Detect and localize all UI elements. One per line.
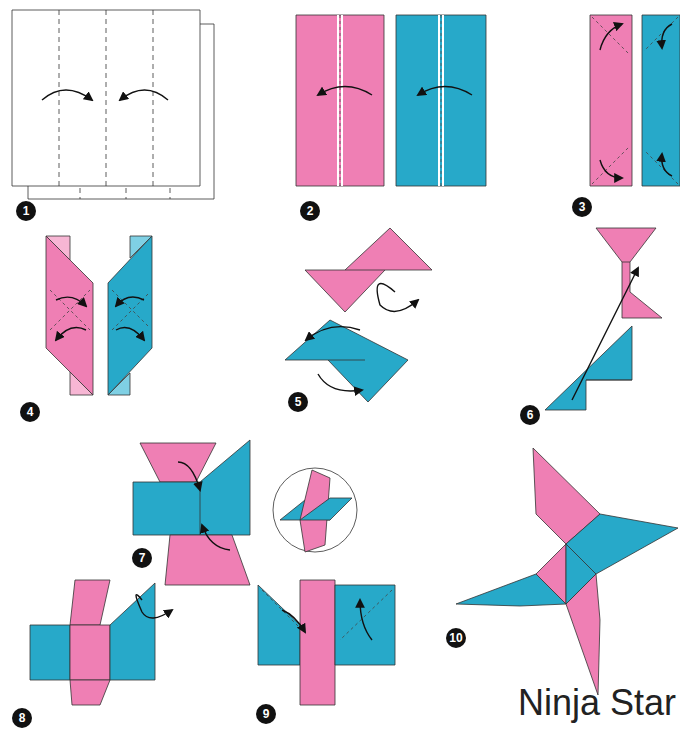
step-number: 10 [446, 628, 466, 648]
step-number: 1 [16, 201, 36, 221]
step-number: 6 [520, 405, 540, 425]
step-number: 4 [20, 402, 40, 422]
step-number: 3 [572, 197, 592, 217]
step-number: 9 [256, 704, 276, 724]
step-number: 5 [288, 392, 308, 412]
step-number: 7 [132, 548, 152, 568]
step-number: 8 [12, 708, 32, 728]
title: Ninja Star [518, 682, 676, 724]
step-number: 2 [300, 201, 320, 221]
